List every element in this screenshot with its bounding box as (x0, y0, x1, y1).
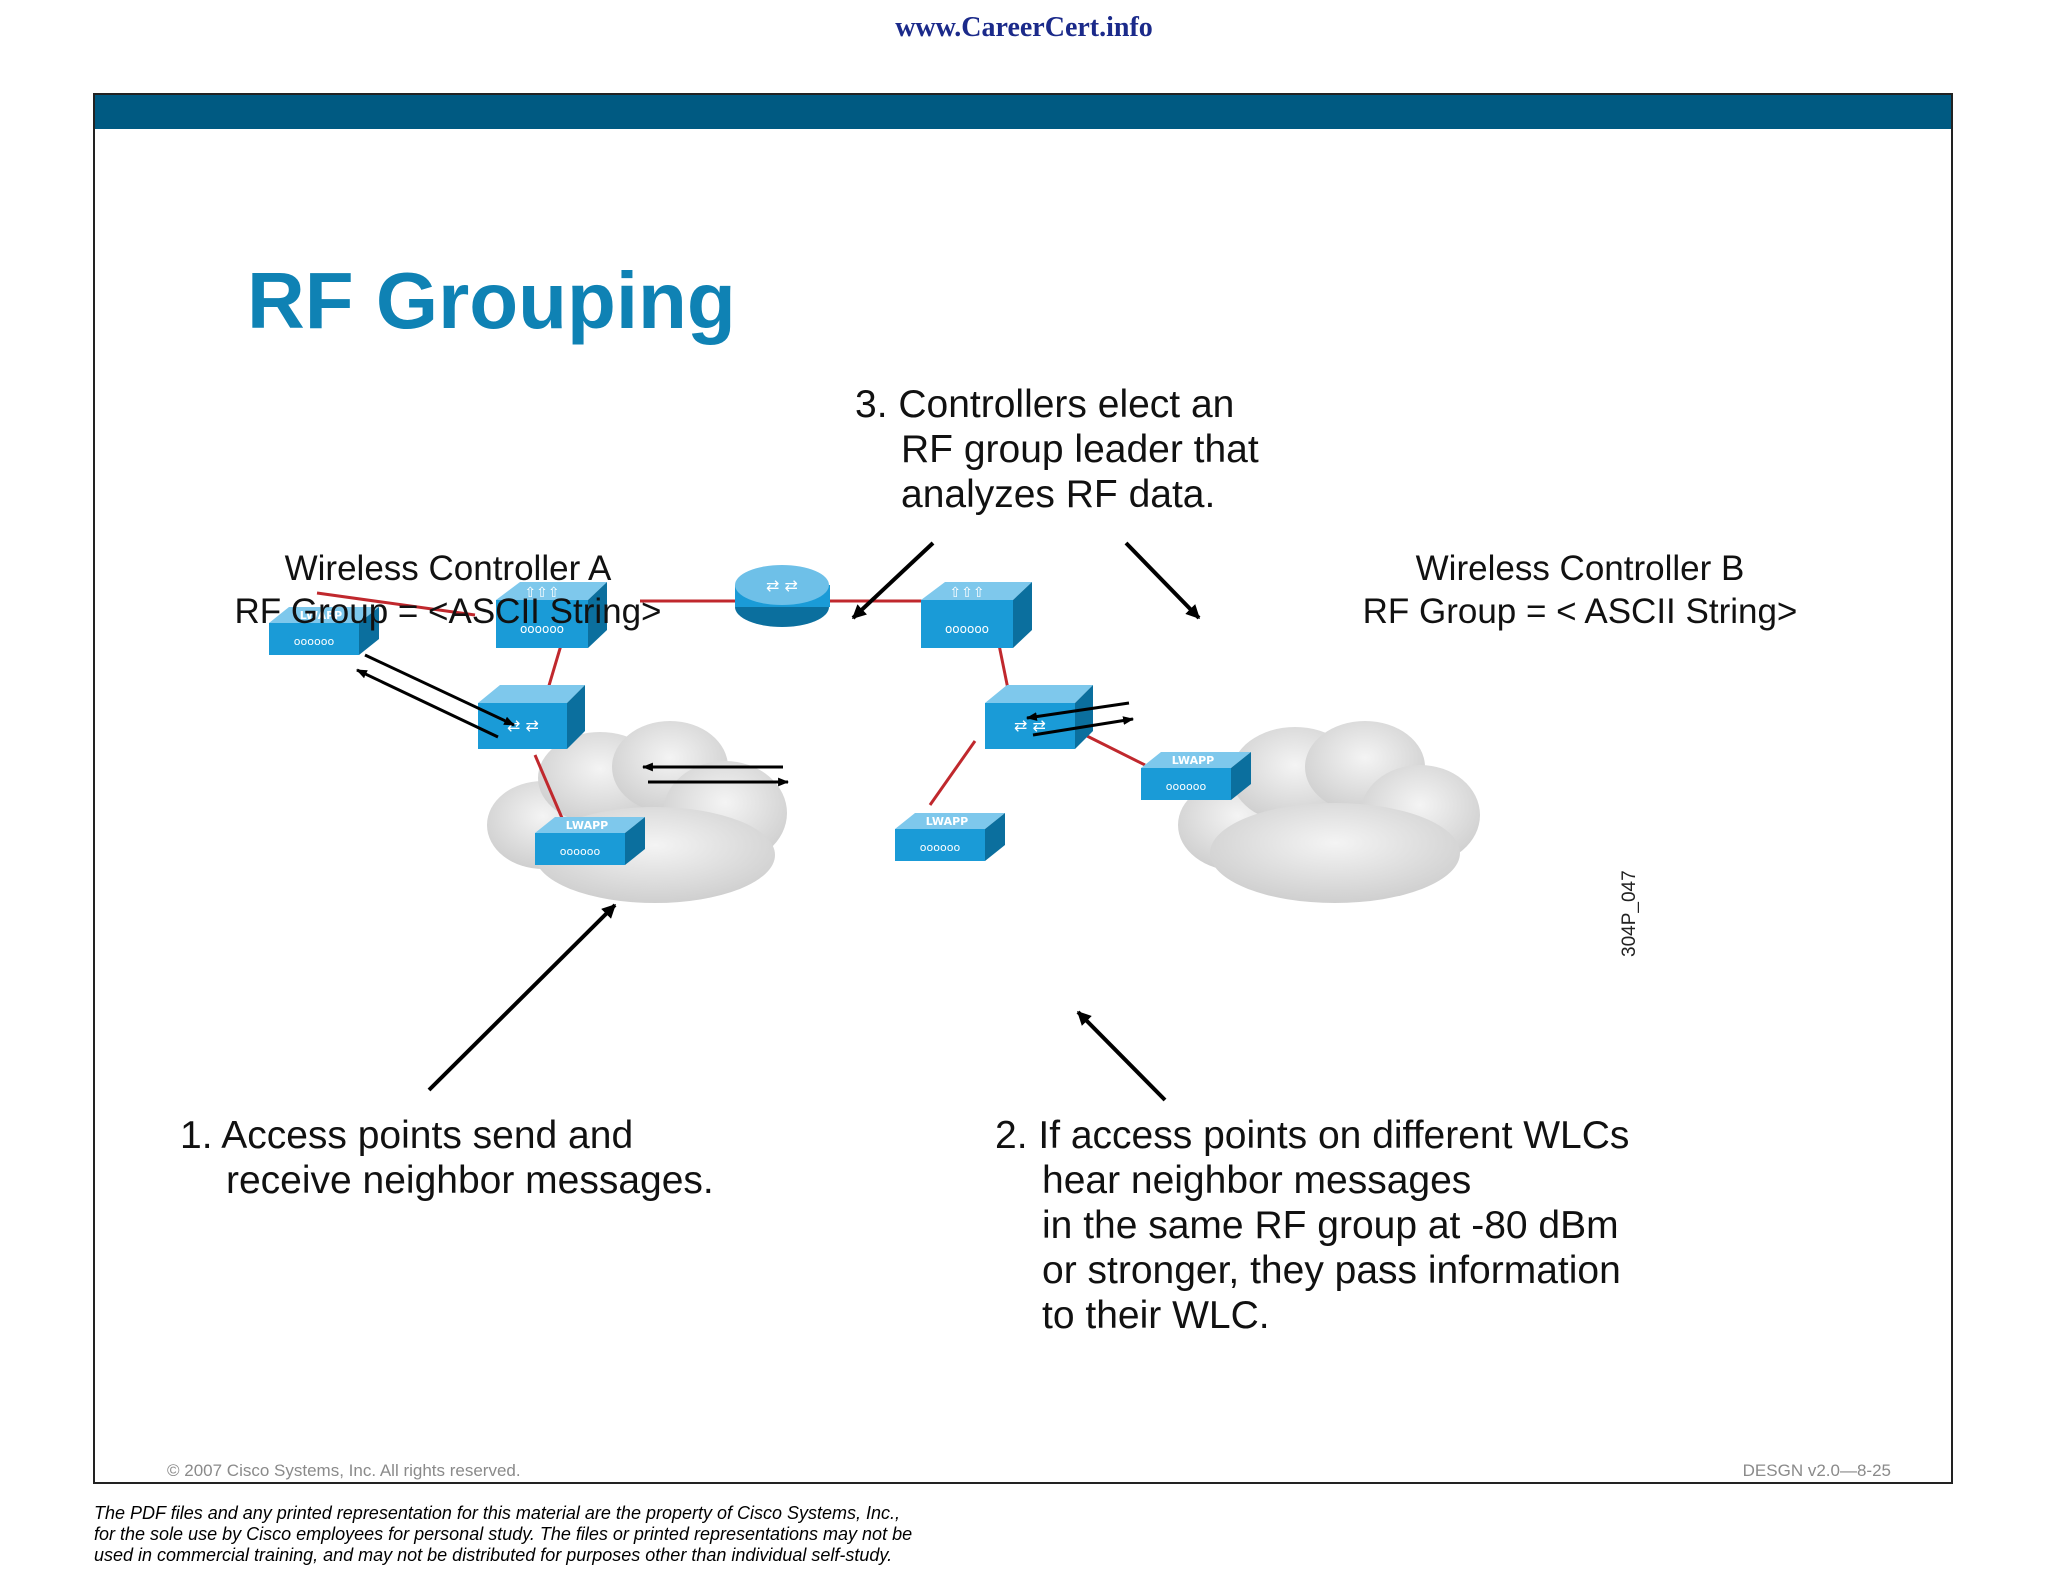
svg-text:⇄ ⇄: ⇄ ⇄ (507, 716, 539, 735)
svg-text:oooooo: oooooo (945, 622, 989, 636)
lwapp-ap-icon: LWAPP oooooo (895, 813, 1005, 861)
course-id: DESGN v2.0—8-25 (1742, 1461, 1891, 1480)
controller-a-name: Wireless Controller A (285, 549, 612, 588)
svg-text:oooooo: oooooo (294, 635, 335, 648)
svg-text:oooooo: oooooo (520, 622, 564, 636)
callout-1-line-2: receive neighbor messages. (226, 1159, 714, 1202)
svg-text:oooooo: oooooo (560, 845, 601, 858)
svg-text:oooooo: oooooo (920, 841, 961, 854)
callout-3-line-3: analyzes RF data. (901, 473, 1215, 516)
disclaimer-line: The PDF files and any printed representa… (94, 1503, 901, 1523)
copyright: © 2007 Cisco Systems, Inc. All rights re… (167, 1461, 521, 1480)
disclaimer-line: used in commercial training, and may not… (94, 1545, 893, 1565)
controller-a-rf-group: RF Group = <ASCII String> (235, 592, 662, 631)
lwapp-ap-icon: LWAPP oooooo (1141, 752, 1251, 800)
callout-3-line-2: RF group leader that (901, 428, 1259, 471)
slide-title: RF Grouping (247, 256, 736, 345)
callout-2-line-1: 2. If access points on different WLCs (995, 1114, 1629, 1157)
router-icon: ⇄ ⇄ (735, 565, 830, 627)
rf-grouping-diagram: ⇧⇧⇧ oooooo ⇄ ⇄ ⇧⇧⇧ oooooo ⇄ ⇄ (180, 383, 1798, 1337)
neighbor-message-arrows (356, 653, 1135, 787)
site-url: www.CareerCert.info (895, 12, 1153, 43)
svg-text:oooooo: oooooo (1166, 780, 1207, 793)
svg-text:LWAPP: LWAPP (926, 815, 968, 828)
controller-b-name: Wireless Controller B (1416, 549, 1745, 588)
callout-2-line-5: to their WLC. (1042, 1294, 1270, 1337)
svg-text:LWAPP: LWAPP (566, 819, 608, 832)
wlc-icon: ⇧⇧⇧ oooooo (921, 582, 1032, 648)
svg-text:LWAPP: LWAPP (300, 609, 342, 622)
callout-2-line-2: hear neighbor messages (1042, 1159, 1471, 1202)
svg-text:LWAPP: LWAPP (1172, 754, 1214, 767)
callout-2-line-3: in the same RF group at -80 dBm (1042, 1204, 1619, 1247)
wlc-icon: ⇧⇧⇧ oooooo (496, 582, 607, 648)
callout-2-line-4: or stronger, they pass information (1042, 1249, 1621, 1292)
svg-text:⇄ ⇄: ⇄ ⇄ (1014, 716, 1046, 735)
svg-text:⇧⇧⇧: ⇧⇧⇧ (949, 585, 984, 601)
svg-text:⇄ ⇄: ⇄ ⇄ (766, 576, 798, 595)
svg-text:⇧⇧⇧: ⇧⇧⇧ (524, 585, 559, 601)
lwapp-ap-icon: LWAPP oooooo (269, 607, 379, 655)
callout-1-line-1: 1. Access points send and (180, 1114, 633, 1157)
controller-b-rf-group: RF Group = < ASCII String> (1363, 592, 1798, 631)
cloud-icon (1178, 721, 1480, 903)
disclaimer-line: for the sole use by Cisco employees for … (94, 1524, 913, 1544)
figure-id: 304P_047 (1619, 870, 1640, 957)
slide-top-bar (95, 95, 1951, 129)
callout-arrows (427, 541, 1201, 1102)
switch-icon: ⇄ ⇄ (478, 685, 585, 749)
callout-3-line-1: 3. Controllers elect an (855, 383, 1234, 426)
lwapp-ap-icon: LWAPP oooooo (535, 817, 645, 865)
slide: RF Grouping (93, 93, 1953, 1484)
disclaimer: The PDF files and any printed representa… (94, 1503, 1194, 1566)
